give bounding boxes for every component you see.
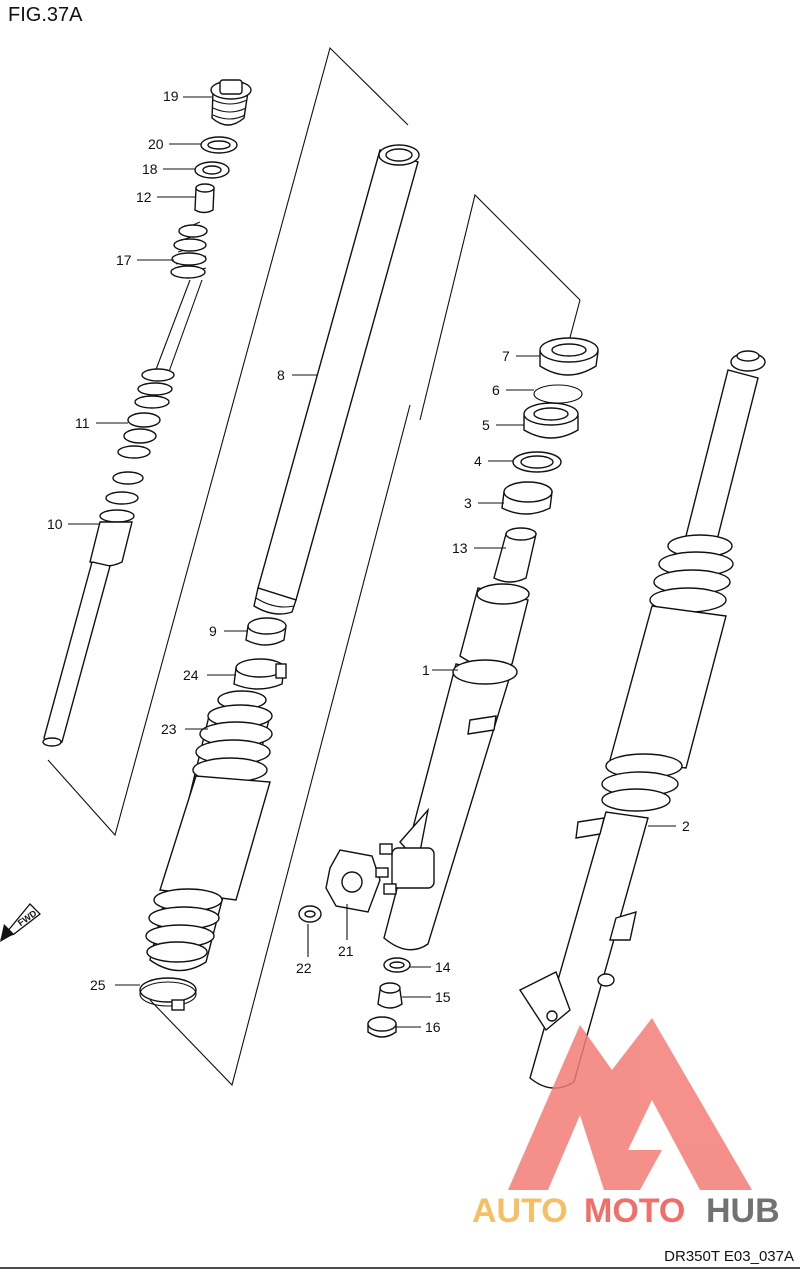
- callout-12: 12: [136, 189, 152, 205]
- part-18-washer: [194, 161, 230, 179]
- callout-8: 8: [277, 367, 285, 383]
- part-17-spring: [134, 221, 208, 409]
- part-13-oil-lock-piece: [493, 527, 537, 583]
- callout-2: 2: [682, 818, 690, 834]
- callout-18: 18: [142, 161, 158, 177]
- callout-9: 9: [209, 623, 217, 639]
- part-11-rebound-spring: [123, 412, 161, 444]
- part-9-guide-bushing: [245, 617, 287, 646]
- part-4-seal-washer: [512, 451, 562, 473]
- leader-lines: [68, 96, 676, 1028]
- part-25-boot-clamp: [139, 977, 197, 1011]
- part-14-gasket: [383, 957, 411, 973]
- part-6-circlip: [533, 384, 583, 404]
- callout-10: 10: [47, 516, 63, 532]
- part-7-dust-seal: [539, 337, 599, 376]
- part-22-nut: [298, 905, 322, 923]
- callout-3: 3: [464, 495, 472, 511]
- callout-23: 23: [161, 721, 177, 737]
- part-12-spacer: [194, 183, 215, 214]
- callout-19: 19: [163, 88, 179, 104]
- watermark-moto: MOTO: [584, 1192, 685, 1230]
- part-8-inner-tube: [253, 144, 420, 615]
- callout-24: 24: [183, 667, 199, 683]
- part-23-fork-boot: [145, 690, 273, 972]
- grouping-outline-inner-tube: [47, 46, 411, 1087]
- part-24-boot-clamp: [233, 658, 287, 690]
- watermark-auto: AUTO: [472, 1192, 568, 1230]
- callout-6: 6: [492, 382, 500, 398]
- part-3-slide-bushing: [501, 481, 553, 515]
- part-2-fork-assembly: [518, 350, 766, 1089]
- part-5-oil-seal: [523, 402, 579, 439]
- callout-21: 21: [338, 943, 354, 959]
- callout-labels: 19 20 18 12 17 11 10 8 9 24 23 25 7 6 5 …: [47, 88, 690, 1035]
- part-10-damper-rod: [42, 445, 151, 747]
- callout-11: 11: [75, 415, 90, 431]
- part-19-cap-bolt: [210, 79, 252, 126]
- callout-4: 4: [474, 453, 482, 469]
- callout-25: 25: [90, 977, 106, 993]
- callout-22: 22: [296, 960, 312, 976]
- callout-7: 7: [502, 348, 510, 364]
- watermark-hub: HUB: [706, 1192, 780, 1230]
- watermark-logo: AUTO MOTO HUB: [472, 1018, 780, 1230]
- callout-15: 15: [435, 989, 451, 1005]
- part-1-outer-tube: [379, 583, 530, 951]
- figure-title: FIG.37A: [8, 4, 83, 26]
- callout-1: 1: [422, 662, 430, 678]
- figure-code: DR350T E03_037A: [664, 1248, 794, 1265]
- callout-13: 13: [452, 540, 468, 556]
- callout-5: 5: [482, 417, 490, 433]
- part-15-drain-bolt: [377, 982, 403, 1009]
- part-16-washer: [367, 1016, 397, 1038]
- fwd-direction-arrow: FWD: [0, 903, 41, 942]
- callout-14: 14: [435, 959, 451, 975]
- callout-17: 17: [116, 252, 132, 268]
- part-20-o-ring: [200, 136, 238, 154]
- grouping-outline-outer-tube: [419, 193, 581, 421]
- part-21-axle-holder: [325, 849, 389, 913]
- callout-20: 20: [148, 136, 164, 152]
- callout-16: 16: [425, 1019, 441, 1035]
